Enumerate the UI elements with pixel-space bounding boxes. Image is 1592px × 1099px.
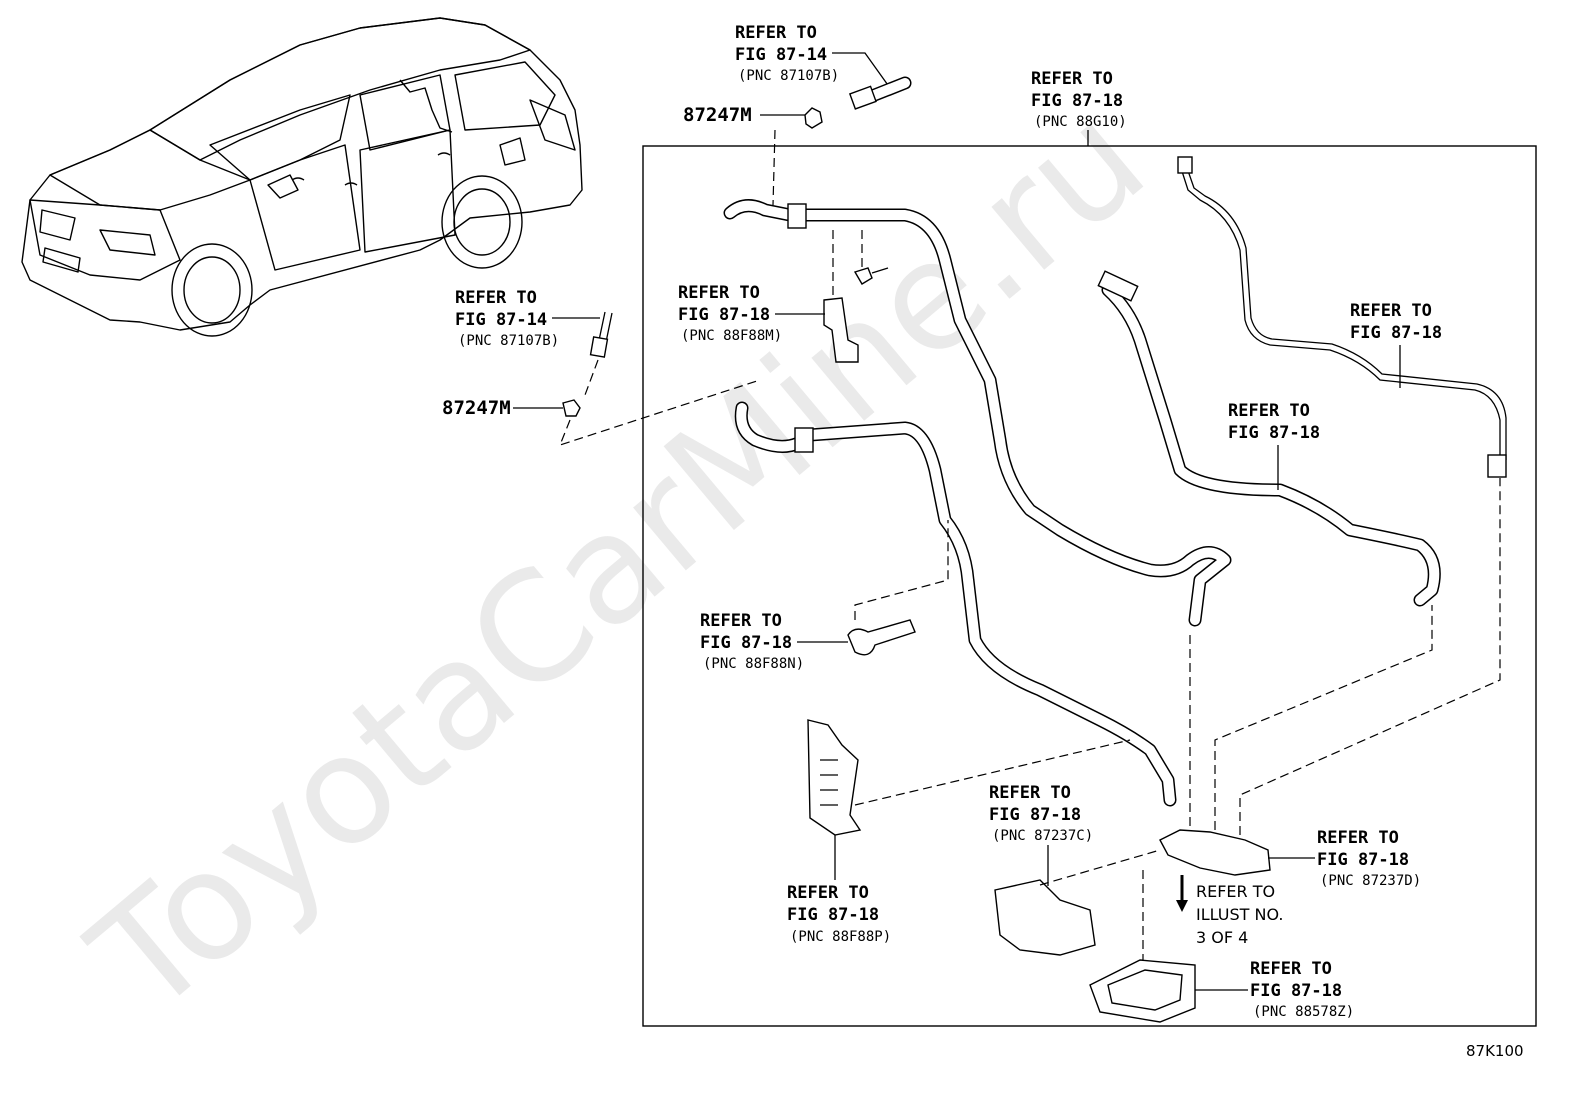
svg-text:(PNC 87107B): (PNC 87107B)	[738, 68, 839, 84]
clip-left: 87247M	[442, 379, 761, 446]
callout-mid-hose: REFER TO FIG 87-18	[1228, 401, 1320, 490]
svg-text:(PNC 87107B): (PNC 87107B)	[458, 333, 559, 349]
svg-text:FIG 87-14: FIG 87-14	[455, 310, 547, 330]
hose-stub-top	[848, 76, 912, 110]
svg-text:FIG 87-18: FIG 87-18	[989, 805, 1081, 825]
seal-z	[1089, 870, 1196, 1023]
svg-text:REFER TO: REFER TO	[787, 883, 869, 903]
svg-text:FIG 87-18: FIG 87-18	[1317, 850, 1409, 870]
svg-text:87247M: 87247M	[442, 397, 511, 419]
callout-right-pipe: REFER TO FIG 87-18	[1350, 301, 1442, 388]
diagram-code: 87K100	[1466, 1042, 1524, 1060]
svg-text:(PNC 87237C): (PNC 87237C)	[992, 828, 1093, 844]
svg-text:REFER TO: REFER TO	[735, 23, 817, 43]
svg-text:REFER TO: REFER TO	[700, 611, 782, 631]
svg-text:(PNC 88F88M): (PNC 88F88M)	[681, 328, 782, 344]
callout-top-hose: REFER TO FIG 87-14 (PNC 87107B)	[735, 23, 891, 89]
hose-middle	[1097, 270, 1441, 607]
svg-text:REFER TO: REFER TO	[1031, 69, 1113, 89]
svg-text:REFER TO: REFER TO	[1228, 401, 1310, 421]
clamp-n	[847, 520, 949, 656]
pipe-right	[1177, 156, 1507, 478]
svg-text:(PNC 88578Z): (PNC 88578Z)	[1253, 1004, 1354, 1020]
svg-text:FIG 87-18: FIG 87-18	[1031, 91, 1123, 111]
clip-small	[853, 230, 889, 285]
svg-text:REFER TO: REFER TO	[1196, 882, 1275, 901]
svg-text:(PNC 88F88P): (PNC 88F88P)	[790, 929, 891, 945]
svg-text:FIG 87-18: FIG 87-18	[787, 905, 879, 925]
svg-text:REFER TO: REFER TO	[678, 283, 760, 303]
svg-text:FIG 87-18: FIG 87-18	[1228, 423, 1320, 443]
svg-text:REFER TO: REFER TO	[1250, 959, 1332, 979]
svg-text:ILLUST NO.: ILLUST NO.	[1196, 905, 1283, 924]
svg-text:FIG 87-18: FIG 87-18	[678, 305, 770, 325]
svg-text:87247M: 87247M	[683, 104, 752, 126]
svg-text:(PNC 87237D): (PNC 87237D)	[1320, 873, 1421, 889]
callout-cover-c: REFER TO FIG 87-18 (PNC 87237C)	[989, 783, 1093, 886]
hose-upper	[723, 199, 1232, 627]
callout-seal-z: REFER TO FIG 87-18 (PNC 88578Z)	[1195, 959, 1354, 1020]
callout-frame: REFER TO FIG 87-18 (PNC 88G10)	[1031, 69, 1127, 146]
callout-bracket-p: REFER TO FIG 87-18 (PNC 88F88P)	[787, 835, 891, 945]
joint-d	[1159, 478, 1501, 876]
vehicle-illustration	[21, 17, 583, 337]
svg-text:REFER TO: REFER TO	[455, 288, 537, 308]
callout-left-hose: REFER TO FIG 87-14 (PNC 87107B)	[455, 288, 600, 349]
callout-bracket-m: REFER TO FIG 87-18 (PNC 88F88M)	[678, 283, 825, 344]
callout-joint-d: REFER TO FIG 87-18 (PNC 87237D)	[1268, 828, 1421, 889]
svg-text:REFER TO: REFER TO	[1317, 828, 1399, 848]
svg-text:FIG 87-14: FIG 87-14	[735, 45, 827, 65]
hose-stub-left	[584, 311, 613, 396]
detail-frame	[642, 145, 1537, 1027]
svg-text:FIG 87-18: FIG 87-18	[700, 633, 792, 653]
svg-text:(PNC 88F88N): (PNC 88F88N)	[703, 656, 804, 672]
svg-text:FIG 87-18: FIG 87-18	[1250, 981, 1342, 1001]
bracket-p	[807, 719, 1131, 836]
svg-text:(PNC 88G10): (PNC 88G10)	[1034, 114, 1127, 130]
svg-text:FIG 87-18: FIG 87-18	[1350, 323, 1442, 343]
clip-upper: 87247M	[683, 104, 823, 206]
svg-text:REFER TO: REFER TO	[989, 783, 1071, 803]
illust-arrow	[1176, 875, 1188, 912]
hose-lower	[734, 401, 1177, 807]
callout-clamp-n: REFER TO FIG 87-18 (PNC 88F88N)	[700, 611, 848, 672]
bracket-m	[823, 230, 859, 363]
svg-text:REFER TO: REFER TO	[1350, 301, 1432, 321]
cover-c	[994, 849, 1161, 956]
svg-text:3 OF 4: 3 OF 4	[1196, 928, 1248, 947]
illust-reference: REFER TO ILLUST NO. 3 OF 4	[1196, 882, 1283, 947]
